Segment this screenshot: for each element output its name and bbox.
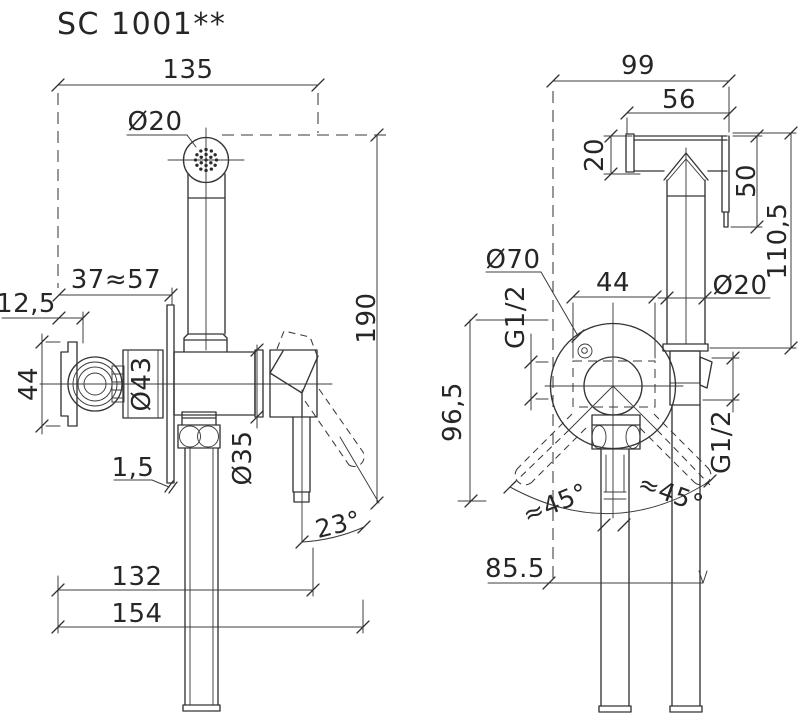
body-ring (254, 349, 264, 418)
outlet-pipe-cap (669, 705, 703, 713)
hose-end-cap (182, 704, 221, 712)
leader-o20 (126, 134, 197, 148)
dim-body-width: 44 (596, 268, 630, 298)
hose-inner (189, 447, 214, 706)
shower-cone-inner (667, 158, 705, 181)
front-view: 99 56 20 50 110,5 Ø70 44 Ø20 G1/2 96,5 ≈… (438, 51, 798, 713)
handshower-handle (187, 173, 226, 335)
shower-cone (663, 152, 709, 181)
hose-collar (181, 411, 217, 426)
lever-down-phantom (304, 388, 365, 468)
hose-nut-ball-left-front (591, 425, 607, 449)
indicator-dot (577, 343, 593, 359)
hose-outer (184, 447, 219, 706)
hose-nut (177, 424, 221, 449)
dim-overall-width: 135 (162, 55, 213, 85)
holder-arm (721, 135, 730, 228)
dim-lever-angle-left: ≈45° (519, 477, 592, 529)
dim-handle: 44 (14, 367, 44, 401)
hose-nut-ball-right (197, 425, 219, 448)
dim-center-height: 96,5 (438, 382, 468, 442)
dim-holder-height: 110,5 (763, 203, 793, 280)
spray-head-nozzles (193, 147, 219, 173)
hose-front-cap (598, 705, 632, 713)
arc-23deg (301, 526, 365, 543)
lever-axis (339, 436, 380, 504)
dim-lever-angle-right: ≈45° (634, 468, 707, 518)
outlet-wedge (699, 356, 713, 389)
side-ticks (35, 78, 384, 634)
arc-45deg (509, 480, 711, 515)
dim-escutcheon: Ø43 (127, 356, 157, 411)
dim-holder-drop: 50 (732, 164, 762, 198)
dim-inlet-thread: G1/2 (501, 285, 531, 349)
leader-1-5 (113, 479, 170, 488)
shower-tube (666, 179, 706, 345)
dim-lever-angle: 23° (312, 505, 363, 544)
front-ticks (464, 74, 798, 590)
escutcheon-rings (127, 349, 159, 419)
escutcheon (122, 349, 164, 419)
knob-flange (60, 341, 78, 427)
lever-base-edges (568, 385, 658, 431)
extension-lines-front (457, 86, 797, 502)
spout (292, 416, 311, 503)
dim-handshower: Ø20 (712, 271, 767, 301)
dim-overall-height: 190 (352, 292, 382, 343)
leader-o70 (485, 271, 579, 337)
dim-spray-head: Ø20 (127, 107, 182, 137)
hose-nut-ball-left (179, 425, 201, 448)
indicator-dot-inner (581, 347, 588, 354)
holder-end-cap (625, 133, 635, 173)
dim-overall-width-front: 99 (621, 51, 655, 81)
dim-holder-profile: 20 (580, 138, 610, 172)
knob-ring3 (83, 372, 107, 396)
outlet-pipe (671, 404, 701, 707)
outlet-funnel (269, 350, 319, 418)
holder-bar (633, 135, 728, 172)
dim-body: Ø35 (228, 430, 258, 485)
dim-wall-plate: 1,5 (112, 453, 155, 483)
extension-lines (45, 287, 364, 634)
handshower-base (183, 333, 228, 353)
dim-projection-total: 154 (111, 599, 162, 629)
lever-axes (509, 429, 711, 488)
hose-front (600, 448, 630, 707)
knob-shaft (111, 365, 125, 403)
knob-ring (72, 361, 118, 407)
hose-nut-ball-right-front (625, 425, 641, 449)
drawing-title: SC 1001** (57, 7, 226, 42)
wall-plate (166, 304, 175, 484)
shower-collar (662, 343, 709, 352)
valve-body (173, 351, 256, 416)
dim-outlet-thread: G1/2 (707, 410, 737, 474)
dim-trim-offset: 12,5 (0, 289, 56, 319)
lever-up-phantom (276, 330, 319, 359)
spray-head (182, 136, 230, 184)
lever-left-phantom (514, 413, 587, 486)
dim-projection-inner: 132 (111, 562, 162, 592)
dim-flange: Ø70 (485, 245, 540, 275)
knob-shaft-threads (111, 373, 125, 399)
cartridge-phantom (572, 360, 656, 408)
hose-nut-front (591, 414, 641, 450)
dim-bottom-offset: 85.5 (485, 554, 545, 584)
dim-holder-width: 56 (662, 85, 696, 115)
check-valve (603, 454, 627, 500)
side-view: 135 Ø20 37≈57 12,5 44 Ø43 1,5 Ø35 190 23… (0, 55, 390, 712)
dimline-85-5 (487, 570, 708, 584)
dim-install-depth: 37≈57 (71, 265, 161, 295)
knob-outer (67, 356, 123, 412)
